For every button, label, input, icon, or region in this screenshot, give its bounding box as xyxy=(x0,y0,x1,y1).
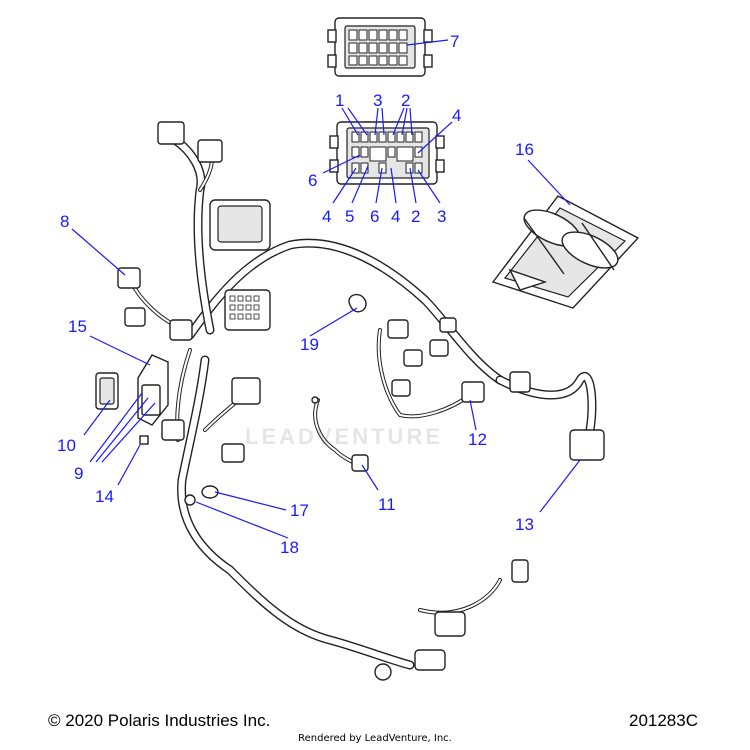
callout-11: 11 xyxy=(378,495,396,514)
copyright-text: © 2020 Polaris Industries Inc. xyxy=(48,711,271,730)
callout-10: 10 xyxy=(57,436,76,455)
callout-1: 1 xyxy=(335,91,344,110)
callout-2-top: 2 xyxy=(401,91,410,110)
callout-3-bottom: 3 xyxy=(437,207,446,226)
callout-13: 13 xyxy=(515,515,534,534)
fuse-box-open-view xyxy=(329,121,445,185)
callout-17: 17 xyxy=(290,501,309,520)
callout-8: 8 xyxy=(60,212,69,231)
callout-12: 12 xyxy=(468,430,487,449)
main-wiring-harness xyxy=(128,135,597,670)
callout-4-bottom-center: 4 xyxy=(391,207,400,226)
callout-16: 16 xyxy=(515,140,534,159)
rendered-by-text: Rendered by LeadVenture, Inc. xyxy=(298,733,452,744)
fuse-box-part-7 xyxy=(327,17,433,77)
diagram-id: 201283C xyxy=(628,711,698,730)
callout-2-bottom: 2 xyxy=(411,207,420,226)
callout-14: 14 xyxy=(95,487,114,506)
callout-labels: 7 1 3 2 4 6 4 5 6 4 2 3 16 8 15 19 10 9 … xyxy=(57,32,534,557)
harness-connectors xyxy=(117,121,605,681)
watermark: LEADVENTURE xyxy=(245,424,444,449)
side-parts xyxy=(95,354,219,506)
callout-6-left: 6 xyxy=(308,171,317,190)
callout-4-bottom-left: 4 xyxy=(322,207,331,226)
callout-18: 18 xyxy=(280,538,299,557)
callout-3-top: 3 xyxy=(373,91,382,110)
callout-9: 9 xyxy=(74,464,83,483)
foam-pad-part-16 xyxy=(491,195,640,309)
callout-5: 5 xyxy=(345,207,354,226)
callout-4-top: 4 xyxy=(452,106,461,125)
callout-7: 7 xyxy=(450,32,459,51)
callout-15: 15 xyxy=(68,317,87,336)
leader-lines xyxy=(71,39,581,539)
callout-19: 19 xyxy=(300,335,319,354)
callout-6-bottom: 6 xyxy=(370,207,379,226)
